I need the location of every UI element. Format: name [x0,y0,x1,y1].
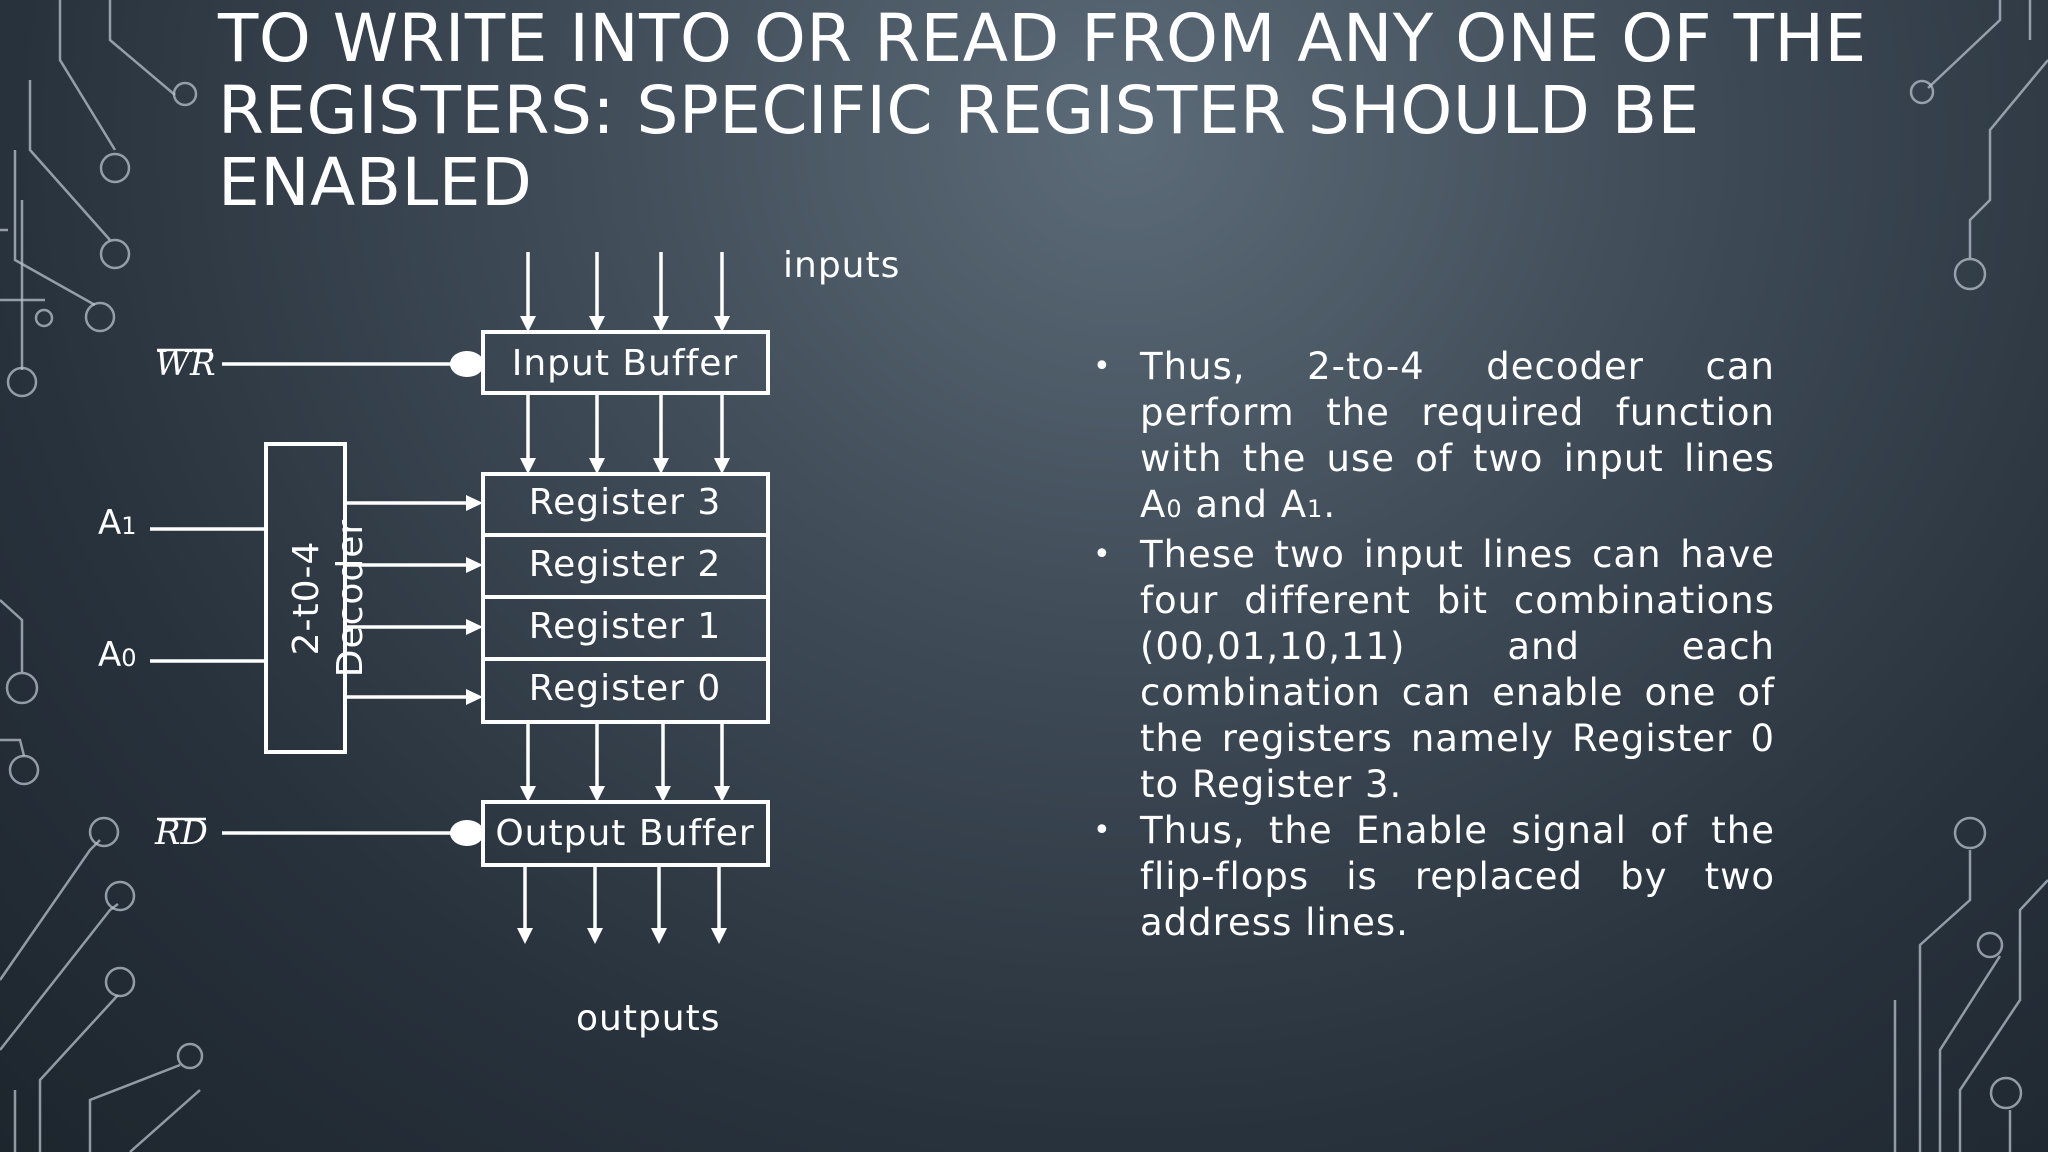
register-stack: Register 3 Register 2 Register 1 Registe… [481,472,770,724]
a0-label: A0 [98,635,137,675]
circuit-node [172,81,198,107]
outputs-label: outputs [576,998,721,1039]
input-buffer-box [481,330,770,395]
wr-signal: WR [155,344,484,384]
address-input-a1: A1 [98,503,266,543]
title-line-3: ENABLED [218,144,533,221]
decoder-label-line2: Decoder [330,519,371,678]
decoder-output-arrows [345,495,483,705]
decoder-box [264,442,347,754]
buffer-to-register-arrows [520,393,730,474]
register-0-box [481,657,770,724]
rd-label: RD [154,813,208,853]
decoder-label-line1: 2-t0-4 [286,541,327,656]
title-line-2: REGISTERS: SPECIFIC REGISTER SHOULD BE [218,72,1700,149]
bullet-item: •Thus, the Enable signal of the flip-flo… [1093,809,1775,944]
register-0-label: Register 0 [529,668,722,709]
rd-signal: RD [154,813,484,853]
bullet-item: •These two input lines can have four dif… [1093,533,1775,806]
a1-label: A1 [98,503,137,543]
address-input-a0: A0 [98,635,266,675]
output-buffer-label: Output Buffer [495,813,754,854]
output-buffer-box [481,800,770,867]
output-arrows [517,865,727,944]
register-2-label: Register 2 [529,544,722,585]
inputs-label: inputs [783,245,900,286]
wr-bubble [450,351,484,377]
register-to-output-arrows [520,722,730,802]
rd-bubble [450,820,484,846]
input-buffer-label: Input Buffer [512,343,738,384]
register-1-label: Register 1 [529,606,722,647]
bullet-dot-icon: • [1093,349,1112,384]
bullet-dot-icon: • [1093,537,1112,572]
bullet-list: •Thus, 2-to-4 decoder can perform the re… [1085,344,1775,946]
circuit-trace [108,0,176,96]
input-arrows [520,252,730,332]
register-3-label: Register 3 [529,482,722,523]
bullet-dot-icon: • [1093,813,1112,848]
wr-label: WR [155,344,216,384]
bullet-item: •Thus, 2-to-4 decoder can perform the re… [1093,345,1775,526]
title-line-1: TO WRITE INTO OR READ FROM ANY ONE OF TH… [218,0,1867,77]
